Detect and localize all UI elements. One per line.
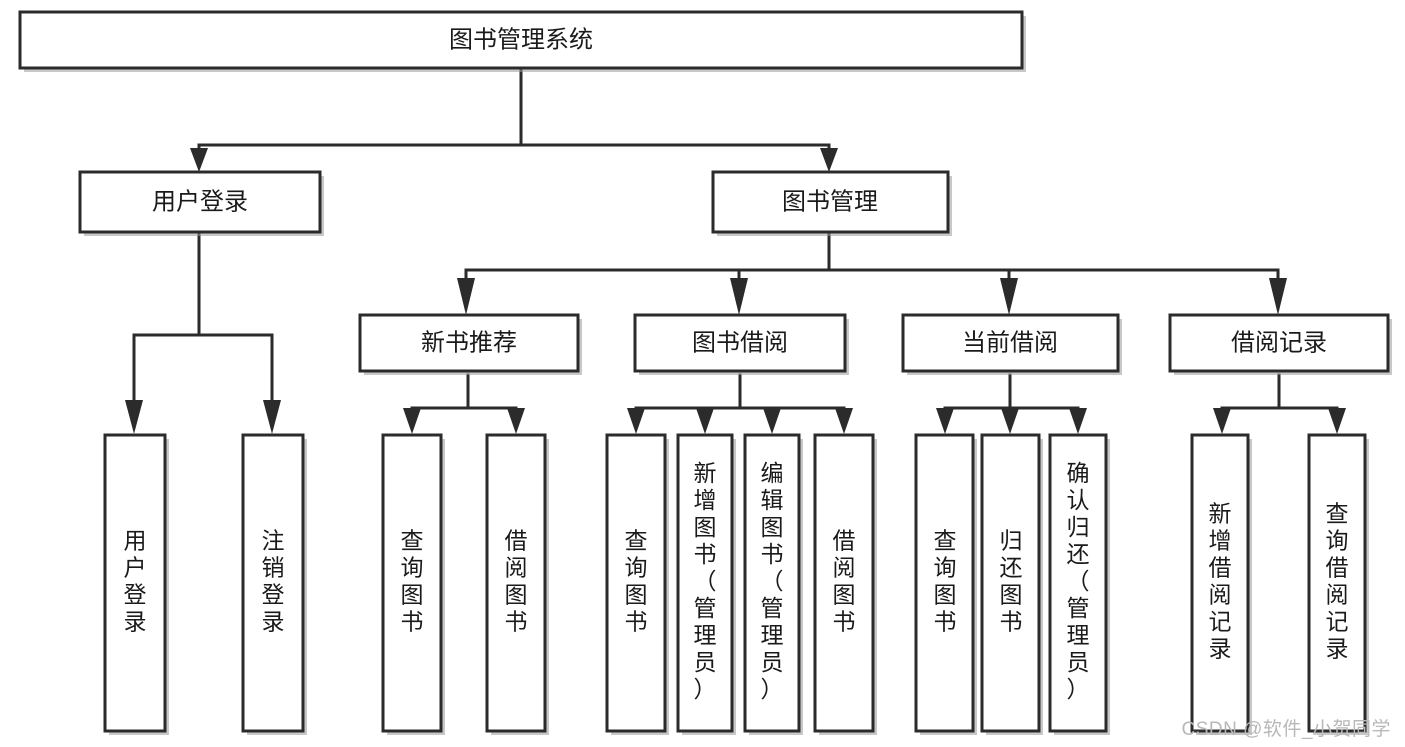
node-current-borrow-label: 当前借阅 [962, 329, 1058, 356]
node-leaf-edit-book[interactable]: 编辑图书（管理员） [743, 433, 803, 735]
node-current-borrow-box[interactable] [901, 313, 1120, 373]
node-leaf-confirm-return-box[interactable] [1048, 433, 1108, 733]
arrow-head-leaf-edit-book [763, 408, 781, 434]
node-leaf-borrow-book-1[interactable]: 借阅图书 [485, 433, 549, 735]
node-leaf-confirm-return-label: 确认归还（管理员） [1067, 460, 1090, 702]
arrow-head-book-manage [820, 148, 838, 172]
arrow-head-leaf-confirm-return [1069, 408, 1087, 434]
node-leaf-add-book[interactable]: 新增图书（管理员） [676, 433, 736, 735]
node-root-box[interactable] [18, 10, 1024, 70]
arrow-head-leaf-query-book-1 [403, 408, 421, 434]
node-leaf-logout-box[interactable] [241, 433, 305, 733]
arrow-head-leaf-borrow-book-1 [507, 408, 525, 434]
node-leaf-query-book-3-box[interactable] [914, 433, 975, 733]
arrow-head-leaf-logout [263, 400, 281, 434]
node-user-login[interactable]: 用户登录 [78, 170, 324, 236]
node-leaf-edit-book-box[interactable] [743, 433, 801, 733]
node-book-manage[interactable]: 图书管理 [711, 170, 952, 236]
arrow-head-leaf-borrow-book-2 [835, 408, 853, 434]
node-leaf-return-book[interactable]: 归还图书 [980, 433, 1043, 735]
arrow-head-current-borrow [1000, 278, 1018, 315]
node-leaf-query-book-2-box[interactable] [605, 433, 667, 733]
node-root-label: 图书管理系统 [449, 26, 593, 53]
node-leaf-borrow-book-2[interactable]: 借阅图书 [813, 433, 877, 735]
node-current-borrow[interactable]: 当前借阅 [901, 313, 1122, 375]
arrow-head-new-book-rec [457, 278, 475, 315]
node-leaf-user-login[interactable]: 用户登录 [103, 433, 169, 735]
node-book-manage-box[interactable] [711, 170, 950, 234]
node-leaf-query-book-1-box[interactable] [381, 433, 443, 733]
node-book-manage-label: 图书管理 [782, 188, 878, 215]
node-leaf-query-book-1-label: 查询图书 [401, 528, 424, 635]
arrow-head-leaf-user-login [125, 400, 143, 434]
node-new-book-rec[interactable]: 新书推荐 [358, 313, 582, 375]
node-user-login-label: 用户登录 [152, 188, 248, 215]
node-leaf-add-record-box[interactable] [1190, 433, 1250, 733]
arrow-head-user-login [190, 148, 208, 172]
node-leaf-add-book-box[interactable] [676, 433, 734, 733]
node-leaf-query-book-2[interactable]: 查询图书 [605, 433, 669, 735]
node-book-borrow-box[interactable] [633, 313, 847, 373]
node-user-login-box[interactable] [78, 170, 322, 234]
node-leaf-add-record[interactable]: 新增借阅记录 [1190, 433, 1252, 735]
node-leaf-logout[interactable]: 注销登录 [241, 433, 307, 735]
node-leaf-query-book-1[interactable]: 查询图书 [381, 433, 445, 735]
arrow-head-leaf-add-record [1213, 408, 1231, 434]
node-borrow-record[interactable]: 借阅记录 [1168, 313, 1392, 375]
node-leaf-query-book-2-label: 查询图书 [625, 528, 648, 635]
node-leaf-add-book-label: 新增图书（管理员） [694, 460, 717, 702]
node-leaf-query-book-3[interactable]: 查询图书 [914, 433, 977, 735]
node-leaf-query-book-3-label: 查询图书 [934, 528, 957, 635]
node-book-borrow[interactable]: 图书借阅 [633, 313, 849, 375]
node-leaf-user-login-label: 用户登录 [124, 528, 147, 635]
connector-layer [125, 66, 1346, 434]
node-root[interactable]: 图书管理系统 [18, 10, 1026, 72]
node-leaf-confirm-return[interactable]: 确认归还（管理员） [1048, 433, 1110, 735]
node-leaf-borrow-book-1-box[interactable] [485, 433, 547, 733]
node-book-borrow-label: 图书借阅 [692, 329, 788, 356]
node-leaf-query-record[interactable]: 查询借阅记录 [1307, 433, 1369, 735]
arrow-head-leaf-query-book-3 [936, 408, 954, 434]
node-leaf-edit-book-label: 编辑图书（管理员） [761, 460, 784, 702]
node-leaf-return-book-box[interactable] [980, 433, 1041, 733]
node-leaf-add-record-label: 新增借阅记录 [1209, 501, 1232, 662]
arrow-head-leaf-return-book [1001, 408, 1019, 434]
node-leaf-user-login-box[interactable] [103, 433, 167, 733]
node-borrow-record-label: 借阅记录 [1231, 329, 1327, 356]
arrow-head-leaf-query-record [1328, 408, 1346, 434]
node-leaf-return-book-label: 归还图书 [1000, 528, 1023, 635]
node-leaf-borrow-book-1-label: 借阅图书 [505, 528, 528, 635]
node-leaf-logout-label: 注销登录 [262, 528, 285, 635]
arrow-head-book-borrow [730, 278, 748, 315]
node-leaf-borrow-book-2-label: 借阅图书 [833, 528, 856, 635]
node-leaf-query-record-label: 查询借阅记录 [1326, 501, 1349, 662]
arrow-head-borrow-record [1269, 278, 1287, 315]
node-leaf-borrow-book-2-box[interactable] [813, 433, 875, 733]
node-new-book-rec-box[interactable] [358, 313, 580, 373]
arrow-head-leaf-query-book-2 [627, 408, 645, 434]
node-leaf-query-record-box[interactable] [1307, 433, 1367, 733]
node-borrow-record-box[interactable] [1168, 313, 1390, 373]
arrow-head-leaf-add-book [696, 408, 714, 434]
node-new-book-rec-label: 新书推荐 [421, 329, 517, 356]
